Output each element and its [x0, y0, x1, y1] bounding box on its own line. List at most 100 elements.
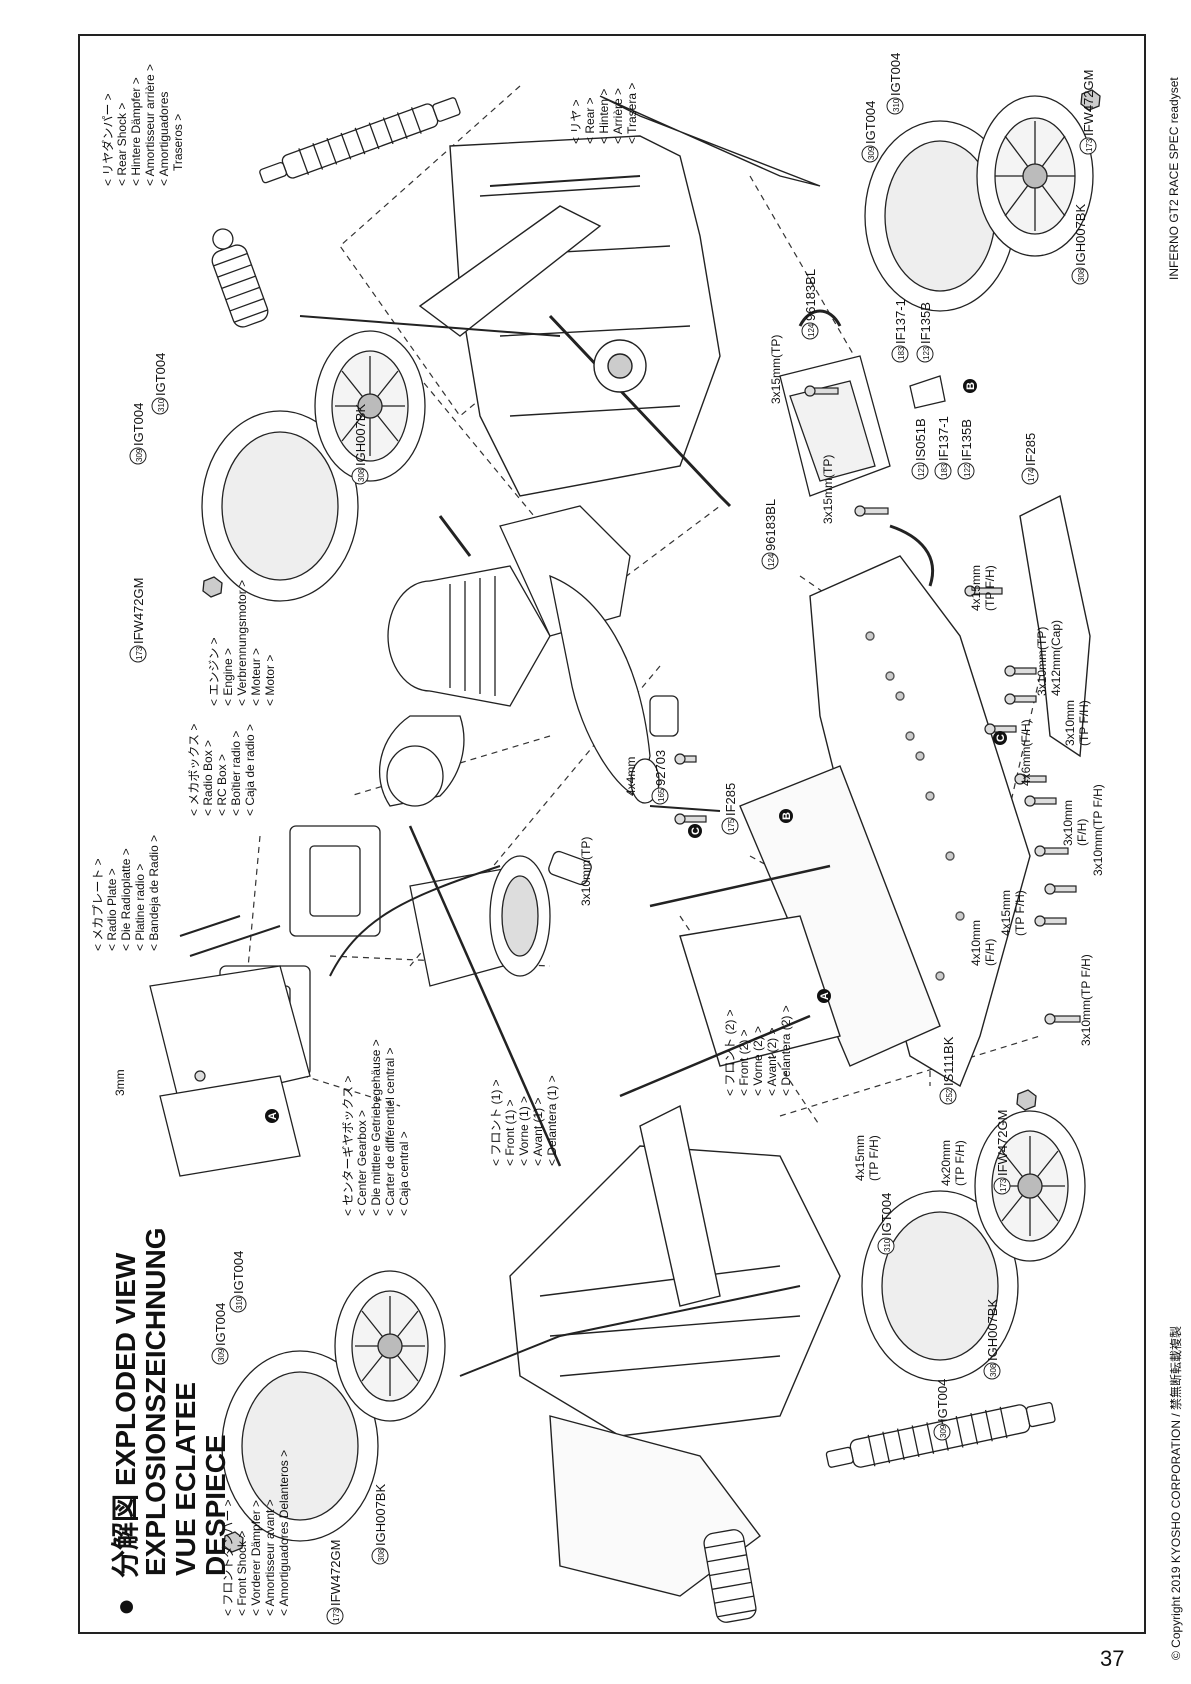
- radio-plate-label-0: < メカプレート >: [91, 858, 105, 951]
- marker-b-1: B: [965, 382, 977, 390]
- part-number-308-d: 308: [377, 1548, 386, 1562]
- screw-4x15-e: 4x15mm: [853, 1135, 867, 1181]
- screw-3x10fh-a: 3x10mm: [1061, 800, 1075, 846]
- marker-a-1: A: [267, 1112, 279, 1120]
- part-code-310-c: IGT004: [879, 1193, 894, 1236]
- screw-4x20-a: 4x20mm: [939, 1140, 953, 1186]
- part-code-308-a: IGH007BK: [1073, 204, 1088, 266]
- screws: [194, 385, 1081, 1082]
- group-label-rear: < リヤ > < Rear > < Hinten > < Arrière > <…: [569, 83, 639, 144]
- rear-right-wheel: [864, 89, 1101, 312]
- part-code-173-d: IFW472GM: [328, 1540, 343, 1606]
- radio-box-label-3: < Boîtier radio >: [229, 731, 243, 816]
- part-code-252: IS111BK: [941, 1036, 956, 1086]
- part-number-173-b: 173: [135, 646, 144, 660]
- header-title-ja: 分解図: [110, 1494, 141, 1578]
- marker-a-2: A: [819, 992, 831, 1000]
- screw-labels: 3x15mm(TP) 3x15mm(TP) 4x15mm (TP F/H) 3x…: [113, 335, 1105, 1186]
- group-label-front-shock: < フロントダンパー > < Front Shock > < Vorderer …: [220, 1450, 291, 1616]
- screw-4x4: 4x4mm: [624, 757, 638, 796]
- part-code-310-a: IGT004: [888, 53, 903, 96]
- front-shock-label-3: < Amortisseur avant >: [263, 1499, 277, 1616]
- radio-plate-label-3: < Platine radio >: [133, 864, 147, 951]
- part-code-309-a: IGT004: [863, 101, 878, 144]
- radio-plate-label-2: < Die Radioplatte >: [119, 848, 133, 951]
- front-left-wheel: [221, 1270, 446, 1553]
- screw-3x10tp: 3x10mm(TP): [1035, 627, 1049, 696]
- part-number-183-b: 183: [940, 463, 949, 477]
- engine-label-2: < Verbrennungsmotor >: [235, 580, 249, 706]
- group-label-center-gearbox: < センターギヤボックス > < Center Gearbox > < Die …: [341, 1039, 411, 1216]
- part-code-183-b: IF137-1: [936, 416, 951, 461]
- radio-plate-label-4: < Bandeja de Radio >: [147, 835, 161, 951]
- front-2-label-4: < Delantera (2) >: [779, 1005, 793, 1096]
- part-code-124-b: 96183BL: [763, 499, 778, 551]
- marker-c-2: C: [690, 827, 702, 835]
- exploded-view-drawing: ● 分解図 EXPLODED VIEW EXPLOSIONSZEICHNUNG …: [91, 53, 1105, 1625]
- part-code-123: IF135B: [918, 302, 933, 344]
- front-1-label-4: < Delantera (1) >: [545, 1075, 559, 1166]
- part-number-173-c: 173: [999, 1178, 1008, 1192]
- part-number-252: 252: [945, 1088, 954, 1102]
- rear-label-3: < Arrière >: [611, 88, 625, 144]
- part-code-308-d: IGH007BK: [373, 1484, 388, 1546]
- part-number-310-d: 310: [235, 1296, 244, 1310]
- screw-3x10tpfh-a: 3x10mm: [1063, 700, 1077, 746]
- part-code-174: IF285: [1023, 433, 1038, 466]
- screw-3x15tp-b: 3x15mm(TP): [821, 455, 835, 524]
- marker-b-2: B: [781, 812, 793, 820]
- front-1-label-3: < Avant (1) >: [531, 1098, 545, 1167]
- screw-3x10mm-tpfh-a: 3x10mm(TP F/H): [1091, 784, 1105, 876]
- pin-92703: [649, 805, 721, 812]
- center-gearbox-label-0: < センターギヤボックス >: [341, 1076, 355, 1216]
- copyright: © Copyright 2019 KYOSHO CORPORATION / 禁無…: [1169, 1325, 1183, 1660]
- part-number-308-a: 308: [1077, 268, 1086, 282]
- front-2-label-2: < Vorne (2) >: [751, 1026, 765, 1096]
- rear-left-wheel: [201, 330, 426, 602]
- part-code-122: IF135B: [959, 419, 974, 461]
- part-number-124-a: 124: [807, 323, 816, 337]
- rear-suspension-drawing: [299, 95, 821, 508]
- part-number-175: 175: [727, 818, 736, 832]
- page-number: 37: [1100, 1646, 1125, 1671]
- front-2-label-0: < フロント (2) >: [723, 1009, 737, 1096]
- engine-label-1: < Engine >: [221, 648, 235, 706]
- part-number-308-c: 308: [989, 1363, 998, 1377]
- rear-shock-label-3: < Amortisseur arrière >: [143, 64, 157, 186]
- rear-label-2: < Hinten >: [597, 89, 611, 144]
- engine-label-4: < Motor >: [263, 655, 277, 706]
- group-label-radio-box: < メカボックス > < Radio Box > < RC Box > < Bo…: [187, 724, 257, 816]
- rear-label-0: < リヤ >: [569, 99, 583, 144]
- group-label-rear-shock: < リヤダンパー > < Rear Shock > < Hintere Dämp…: [100, 64, 185, 186]
- radio-box-drawing: [149, 825, 381, 1177]
- part-code-308-b: IGH007BK: [353, 404, 368, 466]
- part-code-309-c: IGT004: [935, 1379, 950, 1422]
- part-number-309-b: 309: [135, 448, 144, 462]
- part-number-183-a: 183: [897, 346, 906, 360]
- radio-plate-label-1: < Radio Plate >: [105, 868, 119, 951]
- part-code-183-a: IF137-1: [893, 299, 908, 344]
- front-1-label-0: < フロント (1) >: [489, 1079, 503, 1166]
- part-code-310-b: IGT004: [153, 353, 168, 396]
- radio-box-label-2: < RC Box >: [215, 754, 229, 816]
- screw-4x15-a: 4x15mm: [969, 565, 983, 611]
- engine-drawing: [378, 505, 679, 807]
- screw-4x15-f: (TP F/H): [867, 1135, 881, 1181]
- engine-label-0: < エンジン >: [207, 637, 221, 706]
- engine-label-3: < Moteur >: [249, 648, 263, 706]
- part-number-124-b: 124: [767, 553, 776, 567]
- group-label-front-2: < フロント (2) > < Front (2) > < Vorne (2) >…: [723, 1005, 793, 1096]
- part-code-124-a: 96183BL: [803, 269, 818, 321]
- part-callouts: 173 IFW472GM 309 IGT004 310 IGT004 308 I…: [129, 53, 1097, 1625]
- rear-shock-label-1: < Rear Shock >: [115, 103, 129, 186]
- group-label-front-1: < フロント (1) > < Front (1) > < Vorne (1) >…: [489, 1075, 559, 1166]
- center-gearbox-label-4: < Caja central >: [397, 1131, 411, 1216]
- marker-c-1: C: [995, 734, 1007, 742]
- part-number-310-a: 310: [892, 98, 901, 112]
- front-shock-drawing: [703, 1402, 1056, 1623]
- group-label-radio-plate: < メカプレート > < Radio Plate > < Die Radiopl…: [91, 835, 161, 951]
- part-number-308-b: 308: [357, 468, 366, 482]
- screw-3x10fh-b: (F/H): [1075, 819, 1089, 846]
- center-gearbox-label-2: < Die mittlere Getriebegehäuse >: [369, 1039, 383, 1216]
- part-number-173-d: 173: [332, 1608, 341, 1622]
